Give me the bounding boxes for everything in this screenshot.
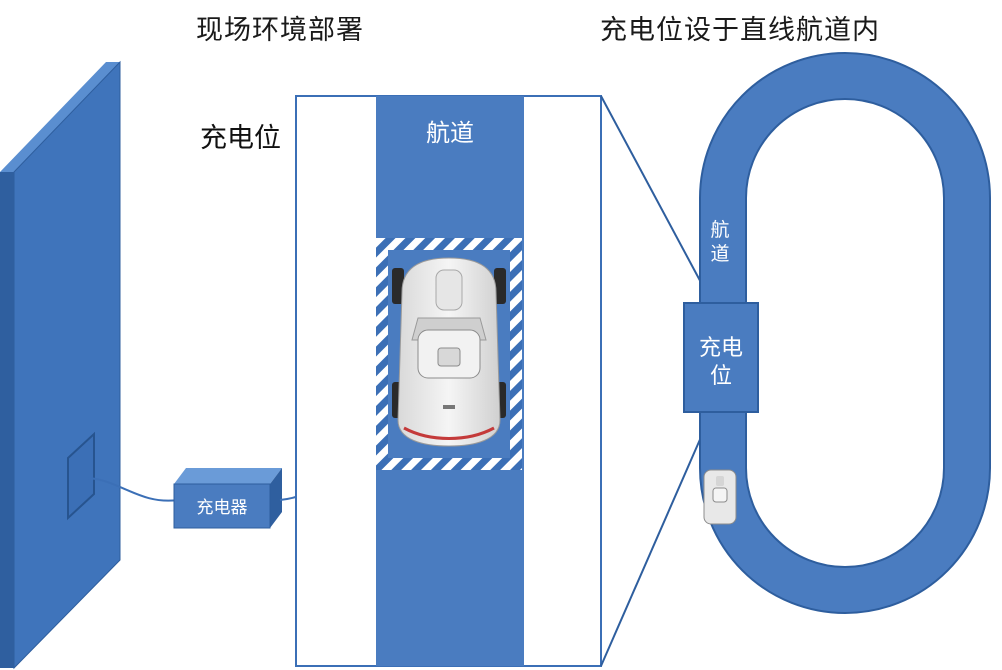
loop-lane-char-2: 道	[710, 243, 729, 265]
loop-charging-spot: 充电 位	[683, 302, 759, 413]
loop-lane: 航 道	[699, 52, 991, 614]
zoom-line-bottom	[600, 411, 713, 667]
loop-charging-line-2: 位	[710, 364, 732, 389]
lane-label-main: 航道	[426, 119, 474, 147]
loop-lane-char-1: 航	[710, 219, 729, 241]
loop-charging-line-1: 充电	[699, 336, 743, 361]
caption-site-deployment: 现场环境部署	[196, 15, 364, 46]
wall-outlet	[67, 431, 95, 521]
charger-label: 充电器	[197, 498, 248, 518]
charger-box: 充电器	[173, 468, 282, 529]
label-charging-spot: 充电位	[200, 123, 281, 154]
caption-charging-in-lane: 充电位设于直线航道内	[600, 15, 880, 46]
cable-outlet-to-charger	[87, 477, 179, 502]
robot-large	[392, 257, 506, 447]
wall	[0, 60, 121, 670]
zoom-line-top	[600, 95, 713, 304]
robot-small	[703, 469, 737, 525]
